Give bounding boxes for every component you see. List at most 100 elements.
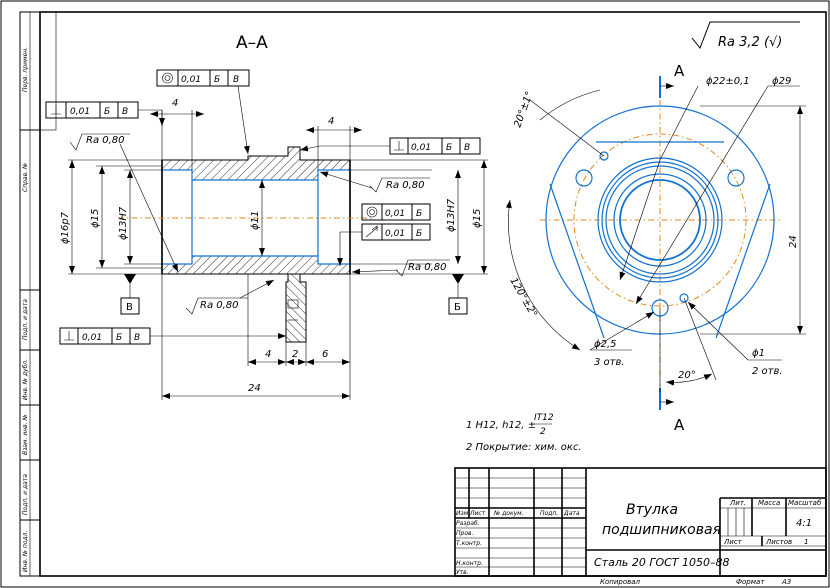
dim-bottom-4: 4: [265, 349, 271, 360]
tol-mid-circ-value: 0,01: [385, 209, 405, 219]
roughness-mark-3: Ra 0,80: [351, 259, 450, 277]
datum-right-box: [448, 297, 468, 315]
tb-col-sign: Подп.: [540, 510, 558, 517]
dim-d15-right: ϕ15: [472, 209, 483, 228]
dim-angle-20: 20°: [678, 370, 696, 381]
roughness-mark-2-text: Ra 0,80: [386, 180, 425, 191]
datum-left-box: [120, 297, 140, 315]
dim-d15-left: ϕ15: [90, 209, 101, 228]
runout-icon: [365, 225, 379, 238]
dim-top4-left: 4: [172, 98, 178, 109]
tb-sheets: Листов: [765, 538, 792, 546]
roughness-mark-4-text: Ra 0,80: [200, 300, 239, 311]
side-label-6: Подп. и дата: [22, 474, 29, 515]
tb-format-value: А3: [781, 578, 791, 586]
dim-d16: ϕ16р7: [60, 211, 71, 244]
tb-material: Сталь 20 ГОСТ 1050–88: [594, 556, 730, 569]
hole-1-a: [599, 151, 609, 161]
dim-d13-right: ϕ13Н7: [446, 198, 457, 232]
tb-name-line-1: Втулка: [626, 502, 678, 518]
tol-bottom-b1: Б: [116, 333, 122, 343]
tol-left-b1: Б: [104, 107, 110, 117]
tb-tkontr: Т.контр.: [456, 540, 482, 547]
section-label: А–А: [236, 33, 268, 53]
section-view: ϕ16р7 ϕ15 ϕ13Н7 ϕ11 ϕ13Н7 ϕ15 4 4 4 2 6 …: [45, 69, 488, 400]
dim-d29: ϕ29: [772, 76, 791, 87]
dim-d22: ϕ22±0,1: [706, 76, 750, 87]
tol-left-value: 0,01: [70, 107, 90, 117]
tb-mass: Масса: [758, 499, 780, 507]
dim-right-24: 24: [788, 235, 799, 248]
tb-col-izm: Изм.: [456, 510, 470, 517]
tol-right-b2: В: [464, 143, 470, 153]
tb-sheet: Лист: [723, 538, 743, 546]
title-block: Изм. Лист № докум. Подп. Дата Разраб. Пр…: [454, 467, 827, 586]
dim-d13-left: ϕ13Н7: [118, 206, 129, 240]
tol-bottom-b2: В: [134, 333, 140, 343]
tol-frame-bottom: 0,01 Б В: [59, 327, 286, 345]
tol-frame-left: 0,01 Б В: [45, 101, 165, 126]
side-label-2: Справ. №: [22, 163, 29, 192]
tb-nkontr: Н.контр.: [456, 560, 483, 567]
tb-sheets-value: 1: [804, 538, 808, 546]
tb-col-list: Лист: [469, 510, 486, 517]
dim-d1-note: 2 отв.: [752, 366, 783, 377]
dim-bottom-24: 24: [248, 383, 261, 394]
tb-scale-value: 4:1: [796, 518, 812, 529]
tb-copied: Копировал: [600, 578, 641, 586]
roughness-mark-1-text: Ra 0,80: [86, 135, 125, 146]
technical-notes: 1 H12, h12, ± IT12 2 2 Покрытие: хим. ок…: [466, 413, 582, 453]
tb-scale: Масштаб: [788, 499, 822, 507]
side-label-7: Инв. № подл.: [22, 531, 29, 572]
note-1-den: 2: [540, 427, 546, 437]
front-view: А А 24 ϕ22±0,1: [505, 62, 806, 434]
tb-col-doc: № докум.: [493, 510, 524, 517]
inner-frame: [39, 11, 827, 577]
tb-col-date: Дата: [563, 510, 580, 517]
dim-d25-note: 3 отв.: [594, 357, 625, 368]
roughness-mark-4: Ra 0,80: [185, 279, 275, 315]
hole-2-5-a: [575, 169, 593, 187]
tol-frame-right: 0,01 Б В: [299, 137, 481, 155]
tol-mid-runout-b1: Б: [416, 229, 422, 239]
general-roughness: Ra 3,2 (√): [691, 21, 800, 50]
dim-angle-120: 120°±2°: [507, 276, 538, 319]
top-stamp-box: [39, 11, 57, 131]
dim-top4-right: 4: [328, 116, 334, 127]
dim-d1: ϕ1: [752, 348, 765, 359]
tol-mid-runout-value: 0,01: [385, 229, 405, 239]
tb-utv: Утв.: [456, 569, 469, 576]
tol-frame-mid: 0,01 Б 0,01 Б: [337, 203, 431, 266]
roughness-mark-3-text: Ra 0,80: [408, 262, 447, 273]
perpendicularity-icon: [51, 105, 61, 115]
tol-right-b1: Б: [446, 143, 452, 153]
tol-top-b1: Б: [214, 75, 220, 85]
tol-top-value: 0,01: [181, 75, 201, 85]
datum-left-label: В: [126, 302, 133, 313]
side-label-3: Подп. и дата: [22, 299, 29, 340]
tol-right-value: 0,01: [411, 143, 431, 153]
tb-format: Формат: [736, 578, 765, 586]
cut-label-top: А: [674, 62, 685, 80]
side-strip: Перв. примен. Справ. № Подп. и дата Инв.…: [19, 11, 41, 577]
tb-razrab: Разраб.: [456, 520, 480, 527]
tol-left-b2: В: [122, 107, 128, 117]
tol-top-b2: В: [233, 75, 239, 85]
tb-name-line-2: подшипниковая: [602, 522, 721, 538]
dim-bottom-2: 2: [292, 349, 298, 360]
dim-d11: ϕ11: [250, 211, 261, 230]
dim-d25: ϕ2,5: [594, 339, 617, 350]
tol-frame-top: 0,01 Б В: [156, 69, 250, 155]
roughness-mark-2: Ra 0,80: [319, 171, 430, 193]
perpendicularity-icon: [64, 331, 74, 341]
side-label-5: Взам. инв. №: [22, 414, 29, 455]
tol-bottom-value: 0,01: [82, 333, 102, 343]
concentricity-icon: [366, 206, 378, 218]
cut-label-bottom: А: [674, 416, 685, 434]
roughness-mark-1: Ra 0,80: [69, 133, 179, 273]
note-1: 1 H12, h12, ±: [466, 420, 536, 431]
datum-right-label: Б: [454, 302, 461, 313]
dim-bottom-6: 6: [322, 349, 328, 360]
